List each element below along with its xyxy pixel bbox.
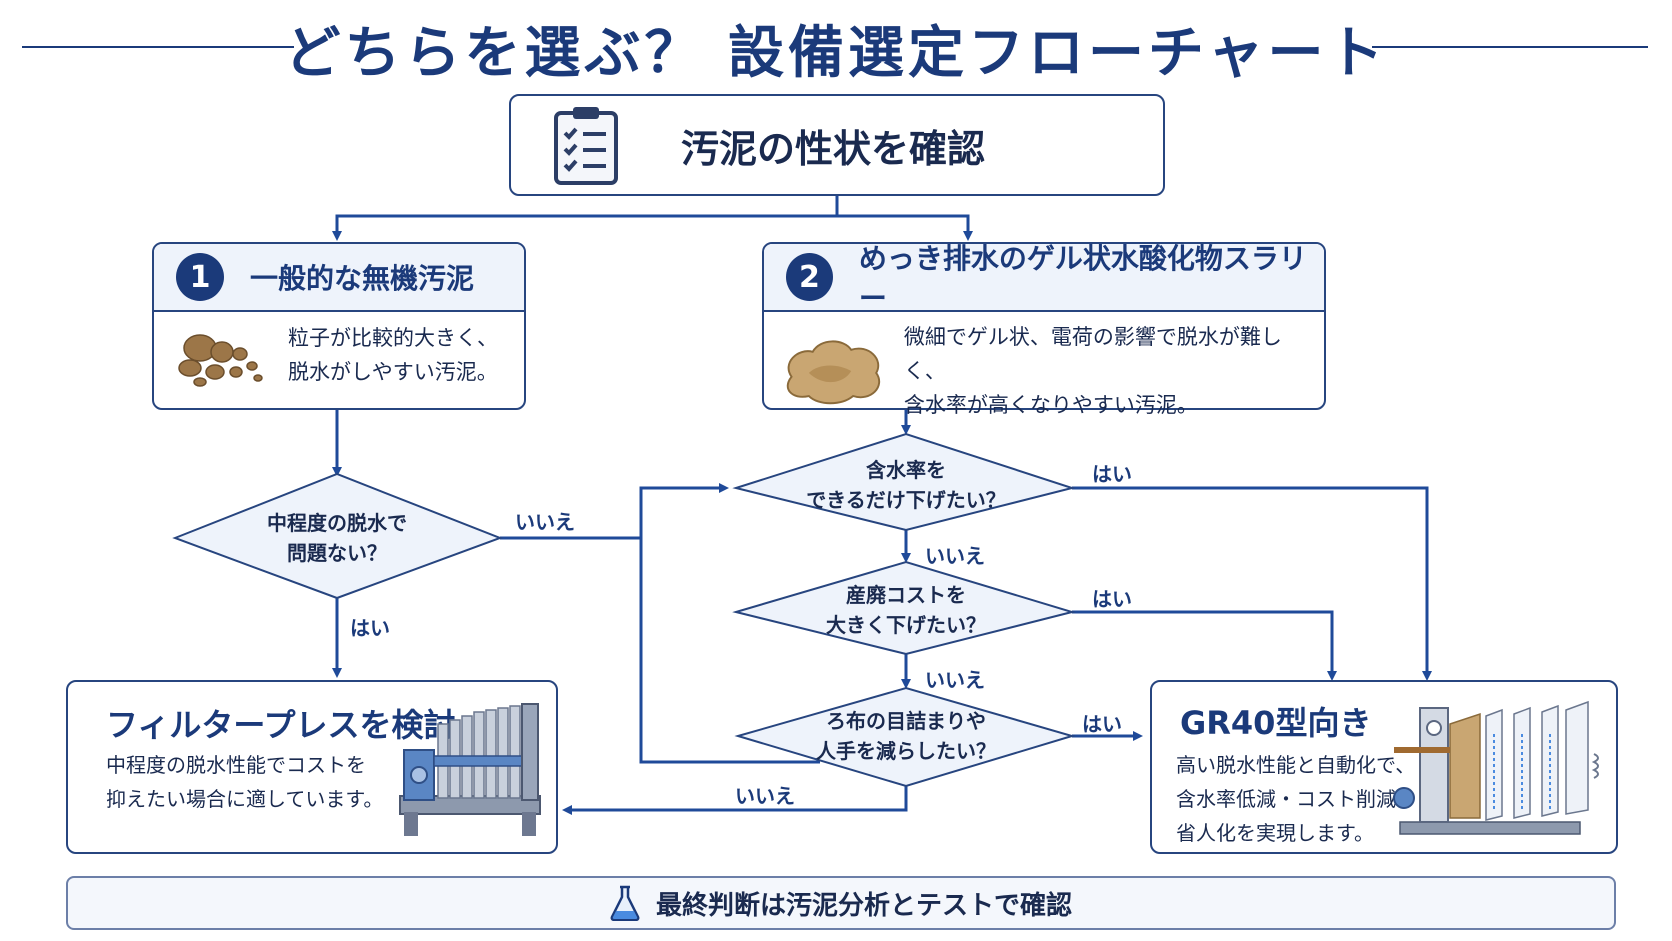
decision-qleft-line1: 中程度の脱水で: [267, 511, 407, 535]
result-gr40-title: GR40型向き: [1180, 704, 1372, 742]
label-q3-no: いいえ: [735, 784, 795, 808]
decision-q1: [732, 432, 1076, 532]
result-gr40-desc-line2: 含水率低減・コスト削減・: [1176, 787, 1416, 811]
label-q2-yes: はい: [1092, 587, 1132, 611]
title-rule-right: [1372, 46, 1648, 48]
filter-press-icon: [399, 703, 541, 836]
type-2-desc-line1: 微細でゲル状、電荷の影響で脱水が難しく、: [903, 325, 1282, 383]
decision-qleft: [172, 472, 503, 600]
type-1-desc-line1: 粒子が比較的大きく、: [288, 326, 498, 350]
granular-sludge-icon: [178, 334, 263, 387]
arrow-start-to-type1: [332, 196, 839, 241]
decision-q2-text: 産廃コストを 大きく下げたい？: [776, 580, 1036, 640]
gr40-machine-icon: [1393, 700, 1599, 835]
decision-q1-text: 含水率を できるだけ下げたい？: [776, 455, 1036, 515]
type-2-desc-line2: 含水率が高くなりやすい汚泥。: [903, 393, 1198, 417]
decision-q2: [732, 560, 1076, 656]
decision-q3: [734, 686, 1076, 788]
result-gr40-desc-line1: 高い脱水性能と自動化で、: [1176, 753, 1416, 777]
sludge-type-1-card: 1 一般的な無機汚泥 粒子が比較的大きく、 脱水がしやすい汚泥。: [152, 242, 526, 410]
result-filter-press-desc-line1: 中程度の脱水性能でコストを: [106, 753, 366, 777]
result-filter-press-desc-line2: 抑えたい場合に適しています。: [106, 787, 384, 811]
arrow-q3-no-loop: [639, 538, 820, 764]
footer-label: 最終判断は汚泥分析とテストで確認: [655, 890, 1072, 921]
arrow-q1-yes: [1072, 486, 1432, 681]
label-q3-yes: はい: [1082, 712, 1122, 736]
decision-q3-line2: 人手を減らしたい？: [816, 739, 996, 763]
type-1-title: 一般的な無機汚泥: [250, 262, 475, 295]
gel-sludge-icon: [786, 340, 881, 405]
page-title: どちらを選ぶ？ 設備選定フローチャート: [284, 21, 1388, 86]
result-filter-press-card: フィルタープレスを検討 中程度の脱水性能でコストを 抑えたい場合に適しています。: [66, 680, 558, 854]
result-gr40-card: GR40型向き 高い脱水性能と自動化で、 含水率低減・コスト削減・ 省人化を実現…: [1150, 680, 1618, 854]
arrow-q3-no-to-fp: [562, 786, 908, 815]
footer-note: 最終判断は汚泥分析とテストで確認: [66, 876, 1616, 930]
sludge-type-2-header: 2 めっき排水のゲル状水酸化物スラリー: [764, 242, 1324, 315]
label-qleft-yes: はい: [350, 616, 390, 640]
decision-q1-line1: 含水率を: [866, 458, 946, 482]
start-label: 汚泥の性状を確認: [681, 126, 986, 171]
sludge-type-2-card: 2 めっき排水のゲル状水酸化物スラリー 微細でゲル状、電荷の影響で脱水が難しく、…: [762, 242, 1326, 417]
decision-qleft-line2: 問題ない？: [287, 541, 387, 565]
type-2-number-badge: 2: [786, 253, 833, 301]
flask-icon: [610, 885, 640, 921]
result-gr40-desc-line3: 省人化を実現します。: [1176, 821, 1374, 845]
decision-q2-line1: 産廃コストを: [846, 583, 966, 607]
result-filter-press-title: フィルタープレスを検討: [106, 706, 456, 744]
type-2-title: めっき排水のゲル状水酸化物スラリー: [858, 242, 1307, 315]
label-q1-yes: はい: [1092, 462, 1132, 486]
decision-q2-line2: 大きく下げたい？: [826, 613, 986, 637]
type-1-desc-line2: 脱水がしやすい汚泥。: [288, 360, 498, 384]
arrow-q2-yes: [1072, 610, 1337, 681]
decision-q3-text: ろ布の目詰まりや 人手を減らしたい？: [776, 706, 1036, 766]
decision-q3-line1: ろ布の目詰まりや: [826, 709, 986, 733]
start-box: 汚泥の性状を確認: [509, 94, 1165, 196]
decision-qleft-text: 中程度の脱水で 問題ない？: [217, 508, 457, 568]
clipboard-icon: [554, 107, 618, 185]
label-qleft-no: いいえ: [515, 510, 575, 534]
arrow-qleft-no: [500, 483, 729, 540]
label-q2-no: いいえ: [925, 668, 985, 692]
label-q1-no: いいえ: [925, 544, 985, 568]
sludge-type-1-header: 1 一般的な無機汚泥: [154, 244, 524, 312]
type-1-number-badge: 1: [176, 253, 224, 301]
decision-q1-line2: できるだけ下げたい？: [806, 488, 1006, 512]
arrow-start-to-type2: [837, 214, 973, 241]
title-rule-left: [22, 46, 294, 48]
